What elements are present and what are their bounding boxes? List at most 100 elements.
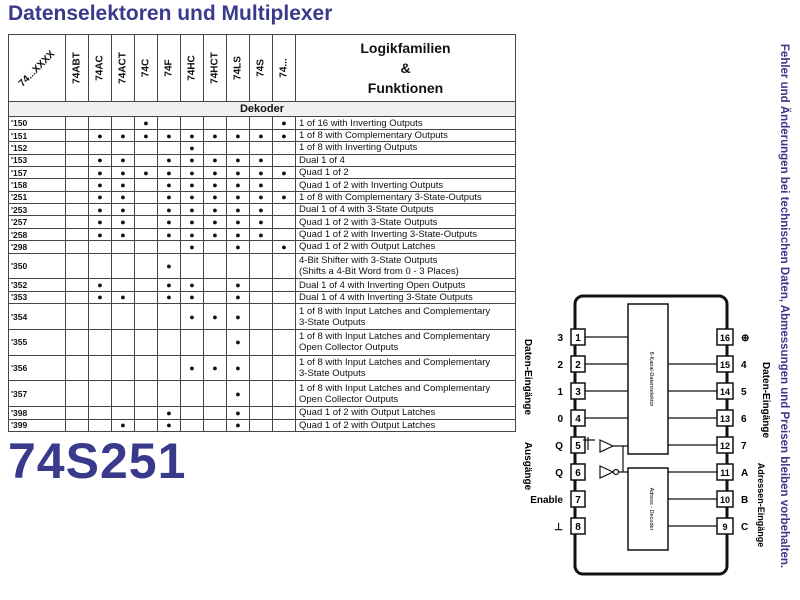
table-row: '353●●●●●Dual 1 of 4 with Inverting 3-St… xyxy=(8,290,516,305)
availability-cell xyxy=(65,165,89,180)
availability-cell xyxy=(203,406,227,420)
availability-cell: ● xyxy=(157,128,181,143)
function-text: 1 of 8 with Complementary Outputs xyxy=(299,130,448,142)
availability-cell xyxy=(180,328,204,356)
availability-cell xyxy=(272,153,296,167)
availability-cell xyxy=(65,215,89,229)
availability-cell xyxy=(65,278,89,292)
availability-cell: ● xyxy=(88,178,112,192)
availability-cell xyxy=(111,252,135,280)
availability-cell: ● xyxy=(157,406,181,420)
availability-cell xyxy=(203,418,227,433)
availability-cell xyxy=(65,116,89,130)
availability-cell: ● xyxy=(226,328,250,356)
availability-cell: ● xyxy=(272,128,296,143)
availability-cell: ● xyxy=(88,165,112,180)
availability-cell xyxy=(203,290,227,305)
availability-cell xyxy=(65,303,89,330)
availability-cell xyxy=(249,116,273,130)
availability-cell xyxy=(157,303,181,330)
availability-cell xyxy=(272,178,296,192)
availability-cell: ● xyxy=(226,153,250,167)
availability-cell: ● xyxy=(111,153,135,167)
availability-cell xyxy=(272,227,296,242)
pin-number: 1 xyxy=(575,333,581,344)
availability-cell: ● xyxy=(272,240,296,254)
function-text: Dual 1 of 4 with Inverting 3-State Outpu… xyxy=(299,291,473,303)
type-code: '298 xyxy=(8,240,66,254)
family-header-label: 74ABT xyxy=(71,52,83,84)
availability-cell: ● xyxy=(157,153,181,167)
disclaimer-text: Fehler und Änderungen bei technischen Da… xyxy=(778,43,790,568)
pin-number: 15 xyxy=(720,360,730,370)
function-text: 3-State Outputs xyxy=(299,368,366,380)
availability-cell: ● xyxy=(226,227,250,242)
family-header-7: 74LS xyxy=(226,34,250,102)
availability-cell: ● xyxy=(203,354,227,382)
function-text: 4-Bit Shifter with 3-State Outputs xyxy=(299,254,438,266)
pin-number: 11 xyxy=(720,468,730,478)
decoder-block-label: Adress - Decoder xyxy=(648,488,654,531)
availability-cell: ● xyxy=(157,215,181,229)
table-row: '257●●●●●●●Quad 1 of 2 with 3-State Outp… xyxy=(8,215,516,229)
availability-cell xyxy=(272,354,296,382)
family-header-6: 74HCT xyxy=(203,34,227,102)
availability-cell xyxy=(134,178,158,192)
availability-cell: ● xyxy=(226,278,250,292)
table-row: '258●●●●●●●Quad 1 of 2 with Inverting 3-… xyxy=(8,227,516,242)
availability-cell xyxy=(203,328,227,356)
family-header-0: 74ABT xyxy=(65,34,89,102)
availability-cell xyxy=(157,116,181,130)
availability-cell: ● xyxy=(111,418,135,433)
availability-cell: ● xyxy=(226,303,250,330)
availability-cell: ● xyxy=(180,303,204,330)
availability-cell: ● xyxy=(180,153,204,167)
pin-number: 13 xyxy=(720,414,730,424)
family-header-label: 74C xyxy=(140,58,152,78)
availability-cell xyxy=(65,240,89,254)
table-body: Dekoder'150●●1 of 16 with Inverting Outp… xyxy=(8,100,516,433)
availability-cell xyxy=(249,418,273,433)
availability-cell: ● xyxy=(157,178,181,192)
availability-cell: ● xyxy=(226,165,250,180)
availability-cell: ● xyxy=(111,128,135,143)
availability-cell: ● xyxy=(249,190,273,205)
availability-cell: ● xyxy=(111,165,135,180)
availability-cell xyxy=(88,141,112,155)
pin-label: 7 xyxy=(741,441,747,452)
availability-cell: ● xyxy=(272,116,296,130)
availability-cell xyxy=(134,252,158,280)
availability-cell xyxy=(157,380,181,408)
availability-cell xyxy=(65,178,89,192)
decoder-block xyxy=(627,467,669,551)
availability-cell xyxy=(134,290,158,305)
availability-cell: ● xyxy=(88,278,112,292)
availability-cell: ● xyxy=(226,203,250,217)
availability-cell xyxy=(111,354,135,382)
right-data-group-label: Daten-Eingänge xyxy=(760,362,771,439)
function-text: Quad 1 of 2 xyxy=(299,167,349,179)
function-cell: 1 of 8 with Input Latches and Complement… xyxy=(295,380,516,408)
availability-cell: ● xyxy=(180,203,204,217)
type-code: '153 xyxy=(8,153,66,167)
availability-cell xyxy=(180,418,204,433)
availability-cell xyxy=(65,354,89,382)
pin-box xyxy=(570,517,586,535)
family-header-label: 74HC xyxy=(186,55,198,81)
availability-cell xyxy=(272,215,296,229)
function-cell: 1 of 8 with Complementary Outputs xyxy=(295,128,516,143)
table-row: '253●●●●●●●Dual 1 of 4 with 3-State Outp… xyxy=(8,203,516,217)
table-row: '152●1 of 8 with Inverting Outputs xyxy=(8,141,516,155)
mux-block-label: 8-Kanal-Datenselektor xyxy=(648,352,654,407)
availability-cell xyxy=(180,406,204,420)
function-cell: Quad 1 of 2 with Output Latches xyxy=(295,406,516,420)
availability-cell xyxy=(65,190,89,205)
part-number: 74S251 xyxy=(8,433,187,489)
pin-label: ⊕ xyxy=(741,333,749,344)
type-code: '354 xyxy=(8,303,66,330)
function-text: 1 of 8 with Complementary 3-State-Output… xyxy=(299,191,482,203)
availability-cell xyxy=(134,278,158,292)
type-code: '258 xyxy=(8,227,66,242)
availability-cell xyxy=(88,354,112,382)
